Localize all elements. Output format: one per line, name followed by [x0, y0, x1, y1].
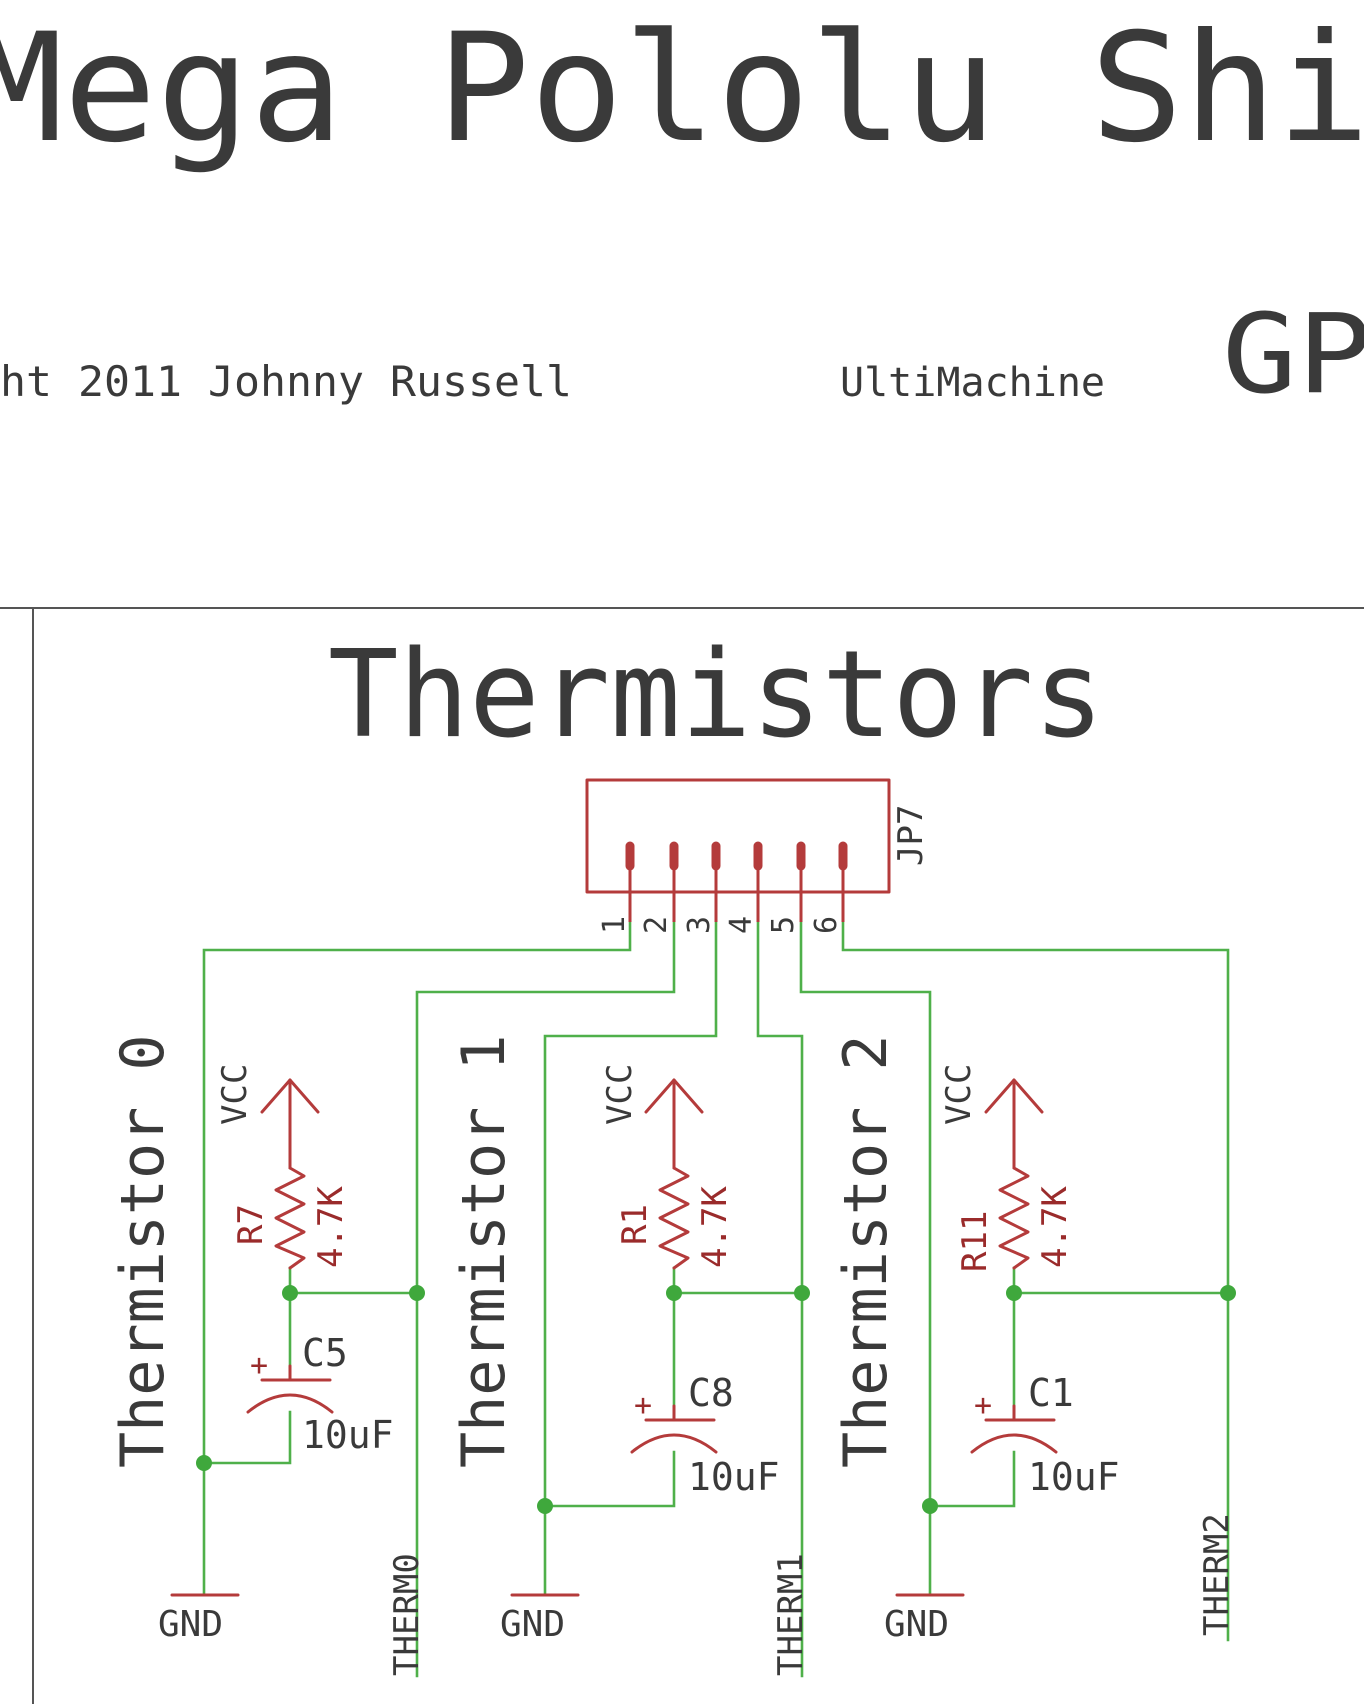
- resistor-icon: [658, 1166, 690, 1270]
- wire-ch2-node: [1012, 1266, 1230, 1295]
- capacitor-curved-plate-icon: [630, 1433, 718, 1454]
- license-text: GP: [1222, 290, 1364, 418]
- capacitor-name: C8: [688, 1371, 734, 1415]
- wire-pin2-therm0: [415, 920, 676, 1678]
- capacitor-value: 10uF: [1028, 1455, 1120, 1499]
- junction-dot: [794, 1285, 810, 1301]
- gnd-label: GND: [884, 1604, 949, 1645]
- pin-number: 4: [724, 916, 759, 934]
- channel-label: Thermistor 1: [449, 1035, 519, 1468]
- vcc-label: VCC: [939, 1064, 979, 1125]
- pin-number: 1: [597, 916, 632, 934]
- wires: [202, 920, 1230, 1678]
- wire-ch1-capgnd: [543, 1450, 676, 1508]
- channel-label: Thermistor 0: [108, 1035, 178, 1468]
- junction-dot: [409, 1285, 425, 1301]
- wire-ch1-node: [672, 1266, 804, 1295]
- pin-number: 5: [766, 916, 801, 934]
- capacitor-curved-plate-icon: [970, 1433, 1058, 1454]
- resistor-name: R7: [231, 1204, 271, 1245]
- channel-label: Thermistor 2: [831, 1035, 901, 1468]
- capacitor-value: 10uF: [302, 1413, 394, 1457]
- resistor-value: 4.7K: [1035, 1186, 1075, 1268]
- wire-ch2-capgnd: [928, 1450, 1016, 1508]
- junction-dot: [1220, 1285, 1236, 1301]
- pin-number: 3: [682, 916, 717, 934]
- capacitor-polarity: +: [634, 1388, 652, 1423]
- wire-pin4-therm1: [756, 920, 804, 1678]
- connector-name: JP7: [891, 805, 931, 866]
- connector-body: [585, 778, 891, 894]
- wire-pin5-gnd2: [799, 920, 932, 1597]
- resistor-icon: [998, 1166, 1030, 1270]
- gnd-label: GND: [500, 1604, 565, 1645]
- channel-thermistor-2: Thermistor 2 VCC R11 4.7K + C1 10uF GND …: [831, 1035, 1237, 1645]
- wire-ch0-node: [288, 1266, 419, 1295]
- signal-label: THERM2: [1197, 1513, 1237, 1636]
- vcc-label: VCC: [215, 1064, 255, 1125]
- capacitor-curved-plate-icon: [246, 1393, 334, 1414]
- resistor-name: R11: [955, 1211, 995, 1272]
- junctions: [196, 1285, 1236, 1514]
- resistor-icon: [274, 1166, 306, 1270]
- section-title: Thermistors: [328, 626, 1104, 765]
- signal-label: THERM1: [771, 1553, 811, 1676]
- wire-pin1-gnd0: [202, 920, 632, 1597]
- capacitor-polarity: +: [250, 1348, 268, 1383]
- junction-dot: [537, 1498, 553, 1514]
- signal-label: THERM0: [387, 1553, 427, 1676]
- channel-thermistor-0: Thermistor 0 VCC R7 4.7K + C5 10uF GND T…: [108, 1035, 427, 1676]
- resistor-value: 4.7K: [695, 1186, 735, 1268]
- capacitor-value: 10uF: [688, 1455, 780, 1499]
- junction-dot: [196, 1455, 212, 1471]
- channel-thermistor-1: Thermistor 1 VCC R1 4.7K + C8 10uF GND T…: [449, 1035, 811, 1676]
- connector-jp7: JP7 1 2 3 4 5 6: [585, 778, 931, 934]
- junction-dot: [666, 1285, 682, 1301]
- copyright-text: ht 2011 Johnny Russell: [0, 357, 572, 406]
- pin-number: 6: [809, 916, 844, 934]
- junction-dot: [1006, 1285, 1022, 1301]
- pin-number: 2: [639, 916, 674, 934]
- resistor-value: 4.7K: [311, 1186, 351, 1268]
- sheet-title: Mega Pololu Shi: [0, 2, 1364, 176]
- junction-dot: [922, 1498, 938, 1514]
- resistor-name: R1: [615, 1204, 655, 1245]
- wire-ch0-capgnd: [202, 1410, 292, 1465]
- company-name: UltiMachine: [840, 360, 1105, 406]
- capacitor-name: C1: [1028, 1371, 1074, 1415]
- gnd-label: GND: [158, 1604, 223, 1645]
- vcc-label: VCC: [600, 1064, 640, 1125]
- capacitor-name: C5: [302, 1331, 348, 1375]
- connector-pin-stubs: [625, 841, 848, 871]
- junction-dot: [282, 1285, 298, 1301]
- wire-pin3-gnd1: [543, 920, 718, 1597]
- capacitor-polarity: +: [974, 1388, 992, 1423]
